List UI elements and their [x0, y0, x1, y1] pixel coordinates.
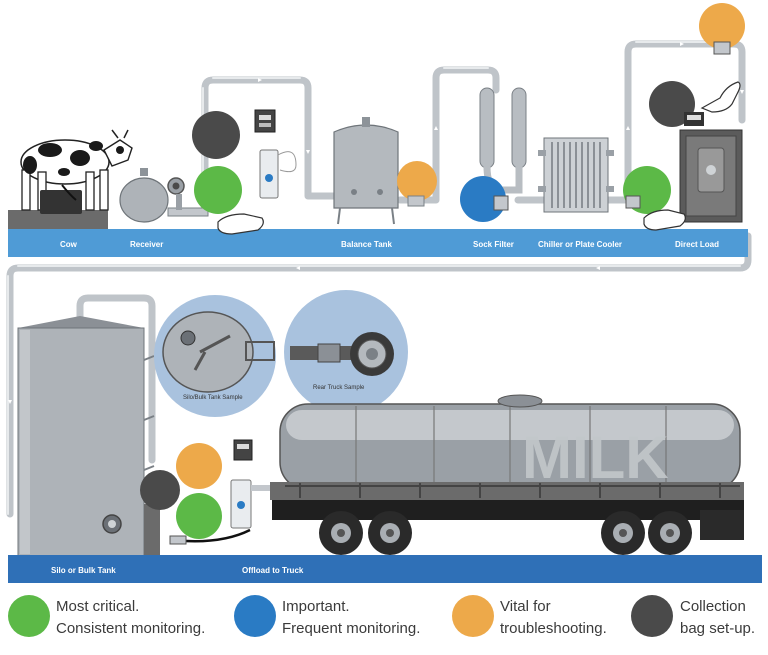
process-band-bottom — [8, 555, 762, 583]
inset-caption-silo: Silo/Bulk Tank Sample — [183, 395, 243, 401]
collection-bag-dot-direct — [649, 81, 695, 127]
silo-sample-inset — [154, 295, 276, 417]
legend-item-4-line2: bag set-up. — [680, 620, 755, 637]
station-label-receiver: Receiver — [130, 240, 163, 249]
collection-bag-dot-silo — [140, 470, 180, 510]
legend-dot-collection-bag — [631, 595, 673, 637]
balance-tank-illustration — [333, 117, 399, 225]
legend-item-2-line2: Frequent monitoring. — [282, 620, 420, 637]
legend-item-1-line1: Most critical. — [56, 598, 139, 615]
direct-load-outlet — [625, 195, 641, 209]
station-label-chiller: Chiller or Plate Cooler — [538, 240, 622, 249]
legend-item-3-line2: troubleshooting. — [500, 620, 607, 637]
truck-milk-text: MILK — [522, 424, 669, 491]
gloved-hand-receiver — [217, 213, 264, 235]
pipe-network — [6, 40, 752, 518]
legend-item-1-line2: Consistent monitoring. — [56, 620, 205, 637]
sock-filter-valve — [493, 195, 509, 211]
collection-bag-dot — [192, 111, 240, 159]
troubleshooting-dot-silo — [176, 443, 222, 489]
sock-filter-illustration — [479, 87, 527, 194]
station-label-direct-load: Direct Load — [675, 240, 719, 249]
legend-item-4-line1: Collection — [680, 598, 746, 615]
silo-sampler-device — [169, 439, 272, 545]
receiver-sampler-device — [254, 109, 297, 199]
legend-item-2-line1: Important. — [282, 598, 350, 615]
silo-illustration — [17, 316, 160, 557]
most-critical-dot-silo — [176, 493, 222, 539]
legend-item-3-line1: Vital for — [500, 598, 551, 615]
floor-slab — [8, 210, 108, 229]
truck-wheels — [319, 511, 692, 555]
direct-load-valve — [713, 41, 731, 55]
legend-dot-most-critical — [8, 595, 50, 637]
balance-tank-valve — [407, 195, 425, 207]
station-label-cow: Cow — [60, 240, 78, 249]
pointing-hand — [700, 81, 741, 113]
plate-cooler-illustration — [538, 137, 614, 213]
most-critical-dot — [194, 166, 242, 214]
station-label-offload: Offload to Truck — [242, 566, 304, 575]
legend: Most critical. Consistent monitoring. Im… — [8, 595, 755, 637]
troubleshooting-dot — [397, 161, 437, 201]
legend-dot-troubleshooting — [452, 595, 494, 637]
station-label-balance-tank: Balance Tank — [341, 240, 393, 249]
station-label-sock-filter: Sock Filter — [473, 240, 514, 249]
inset-caption-rear-truck: Rear Truck Sample — [313, 385, 365, 391]
legend-dot-important — [234, 595, 276, 637]
process-band-top — [8, 229, 748, 257]
receiver-illustration — [119, 168, 209, 223]
gloved-hand-direct — [643, 209, 686, 231]
troubleshooting-dot-top — [699, 3, 745, 49]
cow-illustration — [20, 129, 133, 214]
rear-truck-sample-inset — [284, 290, 408, 414]
station-label-silo: Silo or Bulk Tank — [51, 566, 116, 575]
direct-load-sampler-cabinet — [679, 112, 743, 223]
